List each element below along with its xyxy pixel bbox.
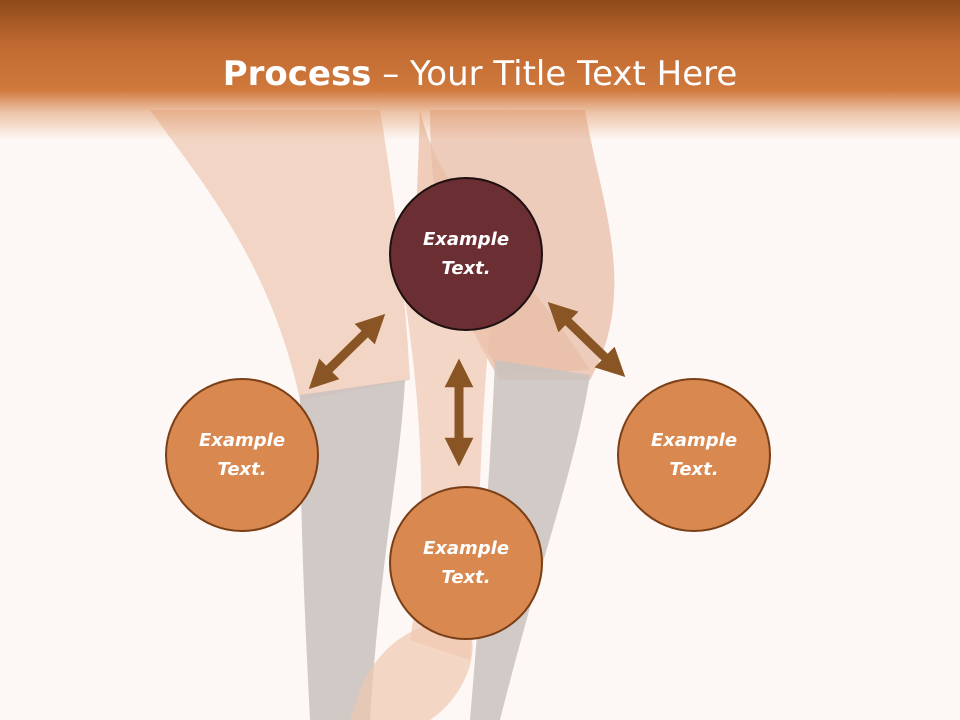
hand-shape bbox=[350, 623, 473, 720]
title-rest-part: – Your Title Text Here bbox=[371, 54, 738, 94]
bottom-node-label: Example Text. bbox=[422, 538, 510, 588]
double-arrow-center-left bbox=[308, 313, 386, 390]
center-node-label: Example Text. bbox=[422, 229, 510, 279]
right-node: Example Text. bbox=[617, 378, 771, 532]
double-arrow-center-right bbox=[547, 301, 626, 378]
left-node: Example Text. bbox=[165, 378, 319, 532]
title-bold-part: Process bbox=[222, 54, 372, 94]
slide-title: Process – Your Title Text Here bbox=[0, 50, 960, 98]
left-boot-shape bbox=[300, 380, 405, 720]
left-node-label: Example Text. bbox=[198, 430, 286, 480]
right-node-label: Example Text. bbox=[650, 430, 738, 480]
center-node: Example Text. bbox=[389, 177, 543, 331]
header-band bbox=[0, 0, 960, 140]
bottom-node: Example Text. bbox=[389, 486, 543, 640]
